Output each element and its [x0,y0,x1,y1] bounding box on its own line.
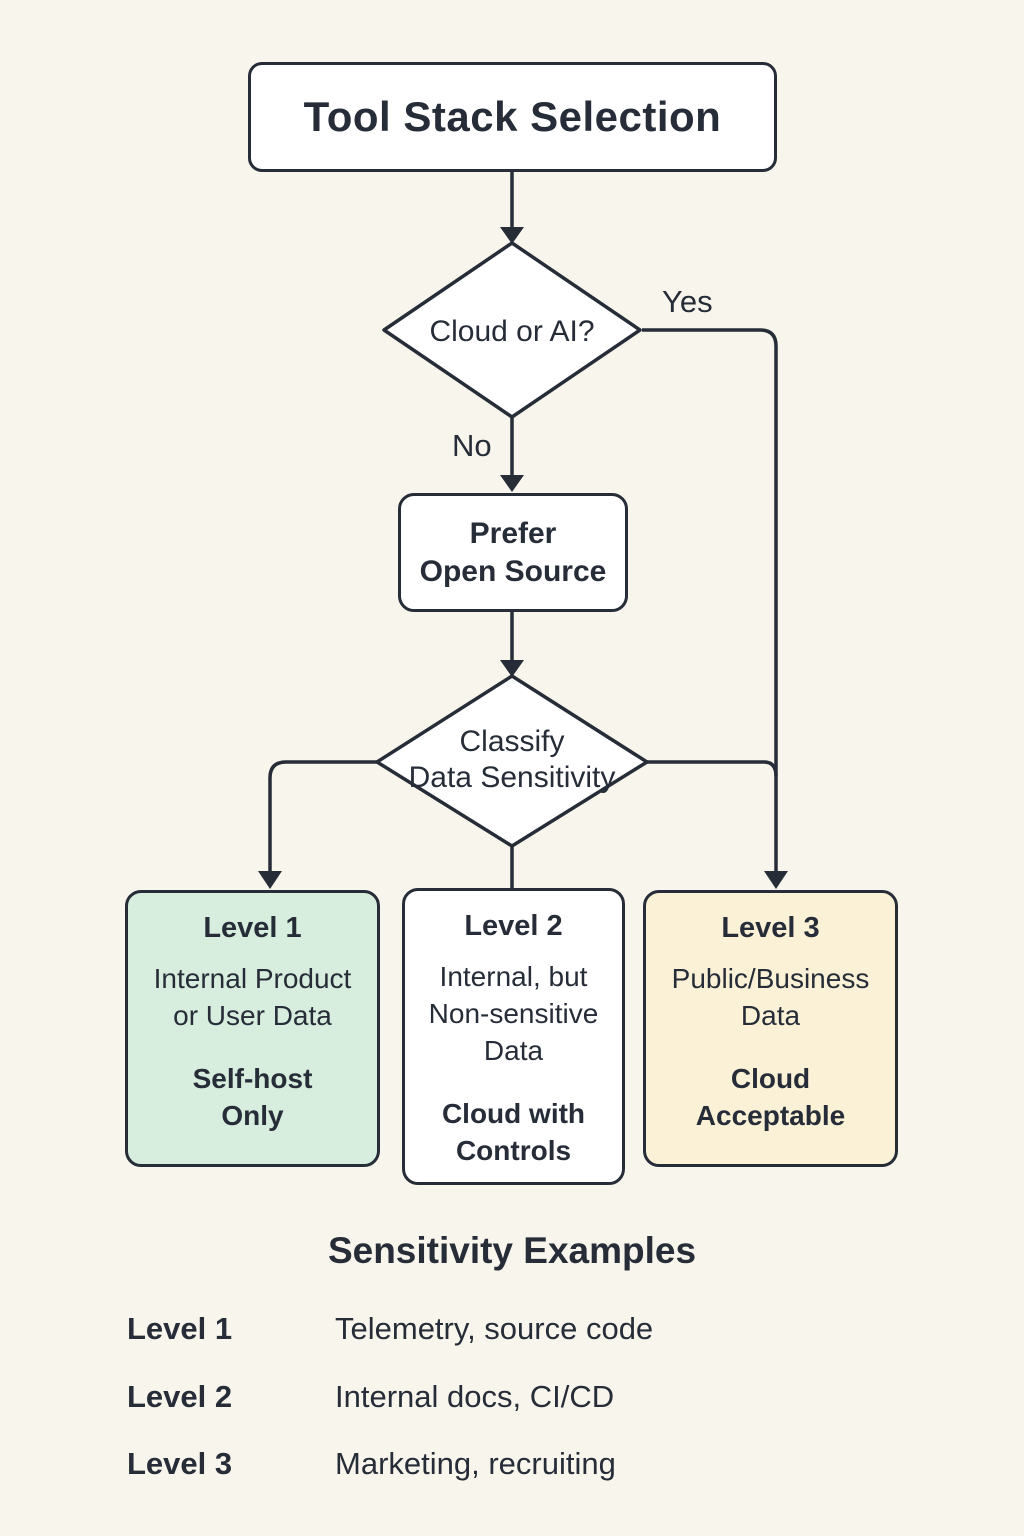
level-1-description: Internal Product or User Data [153,963,352,1031]
level-1-title: Level 1 [203,912,302,944]
arrowhead-decision2 [500,660,524,677]
level-1-action: Self-host Only [192,1063,313,1131]
node-level-2: Level 2 Internal, but Non-sensitive Data… [402,888,625,1185]
example-row-level-3: Level 3 Marketing, recruiting [0,1446,1024,1486]
edge-label-no: No [452,428,492,463]
decision-cloud-or-ai-shape [382,241,642,419]
example-value-level-3: Marketing, recruiting [335,1446,616,1481]
level-2-action: Cloud with Controls [441,1098,586,1166]
arrowhead-decision1 [500,227,524,244]
example-value-level-1: Telemetry, source code [335,1311,654,1346]
decision-classify-shape [375,674,649,848]
edge-yes-to-level3 [642,328,778,872]
node-level-3: Level 3 Public/Business Data Cloud Accep… [643,890,898,1167]
level-3-action: Cloud Acceptable [695,1063,846,1131]
edge-label-yes: Yes [662,284,713,319]
decision-cloud-or-ai-label: Cloud or AI? [429,315,595,348]
example-label-level-3: Level 3 [127,1446,233,1481]
level-2-description: Internal, but Non-sensitive Data [428,961,599,1066]
example-row-level-2: Level 2 Internal docs, CI/CD [0,1379,1024,1419]
node-level-1: Level 1 Internal Product or User Data Se… [125,890,380,1167]
arrowhead-process [500,475,524,492]
prefer-open-source-label: Prefer Open Source [419,516,607,588]
example-label-level-1: Level 1 [127,1311,233,1346]
edge-decision2-to-level3 [647,760,778,777]
decision-classify-label: Classify Data Sensitivity [408,725,616,794]
examples-heading: Sensitivity Examples [327,1230,697,1271]
arrowhead-level1 [258,871,282,889]
level-3-description: Public/Business Data [671,963,870,1031]
node-prefer-open-source: Prefer Open Source [398,493,628,612]
edge-decision2-to-level1 [268,760,377,872]
arrowhead-level3 [764,871,788,889]
level-3-title: Level 3 [721,912,820,944]
example-value-level-2: Internal docs, CI/CD [335,1379,615,1414]
level-2-title: Level 2 [464,910,563,942]
example-row-level-1: Level 1 Telemetry, source code [0,1311,1024,1351]
flowchart-title: Tool Stack Selection [303,93,722,140]
node-tool-stack-selection: Tool Stack Selection [248,62,777,172]
example-label-level-2: Level 2 [127,1379,233,1414]
